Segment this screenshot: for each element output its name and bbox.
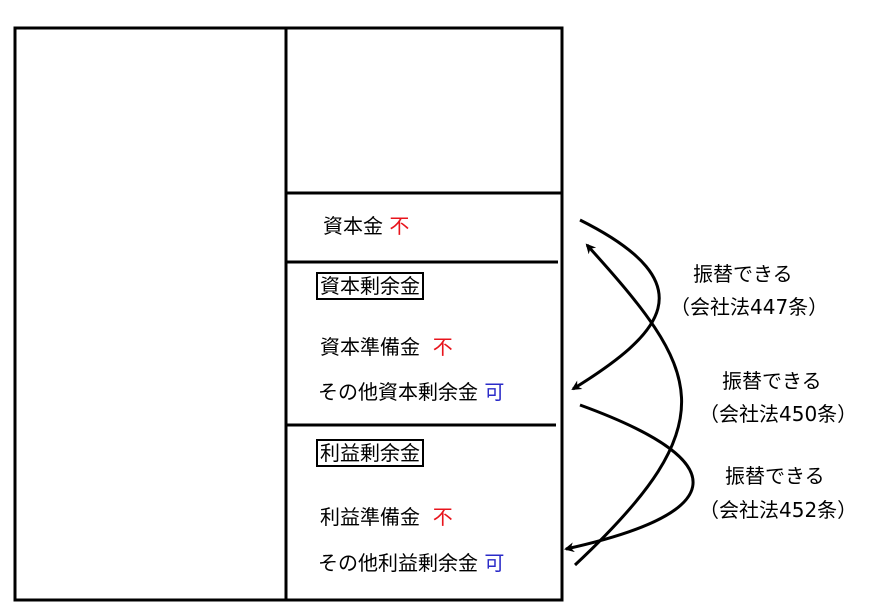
annotation-452-line1: 振替できる (725, 464, 825, 488)
allowed-mark: 可 (484, 551, 505, 575)
capital-surplus-header: 資本剰余金 (316, 272, 424, 300)
allowed-mark: 可 (484, 380, 505, 404)
annotation-450-line1: 振替できる (722, 369, 822, 393)
arrow-447 (571, 218, 661, 391)
not-allowed-mark: 不 (432, 335, 453, 359)
annotation-450-line2: （会社法450条） (699, 402, 858, 426)
capital-item: 資本金 不 (323, 214, 410, 238)
annotation-447-line1: 振替できる (693, 262, 793, 286)
annotation-447-line2: （会社法447条） (670, 295, 829, 319)
arrow-450 (573, 243, 684, 567)
arrow-452 (564, 403, 695, 553)
not-allowed-mark: 不 (432, 505, 453, 529)
other-capital-surplus-item: その他資本剰余金 可 (318, 380, 505, 404)
retained-earnings-header: 利益剰余金 (316, 439, 424, 467)
not-allowed-mark: 不 (389, 214, 410, 238)
capital-reserve-item: 資本準備金 不 (320, 335, 453, 359)
balance-sheet-outline (13, 26, 564, 602)
annotation-452-line2: （会社法452条） (699, 498, 858, 522)
other-retained-earnings-item: その他利益剰余金 可 (318, 551, 505, 575)
earned-reserve-item: 利益準備金 不 (320, 505, 453, 529)
